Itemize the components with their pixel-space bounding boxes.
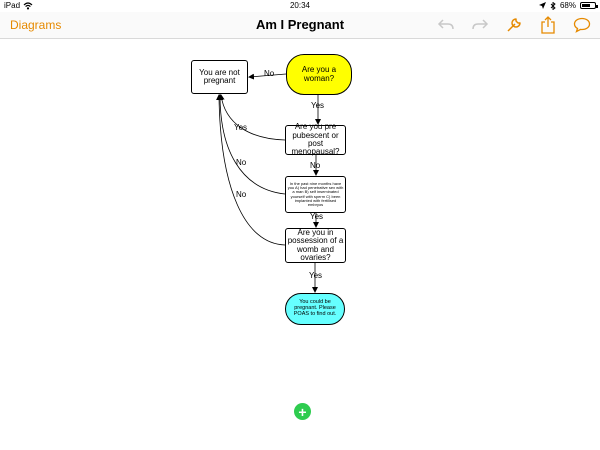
status-left: iPad bbox=[4, 1, 33, 10]
share-button[interactable] bbox=[538, 15, 558, 35]
battery-icon bbox=[580, 2, 598, 9]
edge-label-womb-yes: Yes bbox=[309, 271, 323, 280]
edge-sex-no bbox=[217, 94, 286, 195]
status-bar: iPad 20:34 68% bbox=[0, 0, 600, 12]
edge-label-puberty-no: No bbox=[310, 161, 321, 170]
comment-icon bbox=[573, 17, 591, 33]
location-icon bbox=[538, 2, 546, 9]
decision-past-nine-months[interactable]: In the past nine months have you A) had … bbox=[285, 176, 346, 213]
edge-label-woman-no: No bbox=[264, 69, 275, 78]
wrench-button[interactable] bbox=[504, 15, 524, 35]
status-time: 20:34 bbox=[289, 1, 311, 10]
back-button[interactable]: Diagrams bbox=[10, 18, 62, 32]
edge-label-sex-yes: Yes bbox=[310, 212, 324, 221]
battery-fill bbox=[582, 4, 590, 7]
diagram-canvas[interactable]: Are you a woman? You are not pregnant Ar… bbox=[0, 39, 600, 450]
wifi-icon bbox=[23, 1, 33, 9]
result-not-pregnant[interactable]: You are not pregnant bbox=[191, 60, 248, 94]
edge-womb-no bbox=[216, 94, 286, 246]
add-button[interactable]: + bbox=[294, 403, 311, 420]
battery-percent: 68% bbox=[559, 1, 576, 10]
edge-puberty-yes bbox=[218, 94, 286, 141]
edge-woman-no bbox=[248, 73, 287, 80]
redo-button[interactable] bbox=[470, 15, 490, 35]
page-title: Am I Pregnant bbox=[255, 17, 345, 32]
edge-label-womb-no: No bbox=[236, 190, 247, 199]
undo-button[interactable] bbox=[436, 15, 456, 35]
status-right: 68% bbox=[538, 1, 598, 10]
edge-label-sex-no: No bbox=[236, 158, 247, 167]
comment-button[interactable] bbox=[572, 15, 592, 35]
result-could-be-pregnant[interactable]: You could be pregnant. Please POAS to fi… bbox=[285, 293, 345, 325]
share-icon bbox=[541, 16, 555, 34]
decision-womb-and-ovaries[interactable]: Are you in possession of a womb and ovar… bbox=[285, 228, 346, 263]
toolbar bbox=[436, 15, 592, 35]
redo-icon bbox=[472, 19, 489, 30]
edge-label-woman-yes: Yes bbox=[311, 101, 325, 110]
decision-pubescent-menopausal[interactable]: Are you pre pubescent or post menopausal… bbox=[285, 123, 346, 156]
navigation-bar: Diagrams Am I Pregnant bbox=[0, 12, 600, 39]
diagram-connectors bbox=[216, 73, 321, 293]
decision-are-you-a-woman[interactable]: Are you a woman? bbox=[286, 54, 352, 95]
device-label: iPad bbox=[4, 1, 21, 10]
wrench-icon bbox=[507, 18, 521, 32]
bluetooth-icon bbox=[550, 1, 556, 10]
undo-icon bbox=[437, 19, 454, 30]
edge-label-puberty-yes: Yes bbox=[234, 123, 248, 132]
